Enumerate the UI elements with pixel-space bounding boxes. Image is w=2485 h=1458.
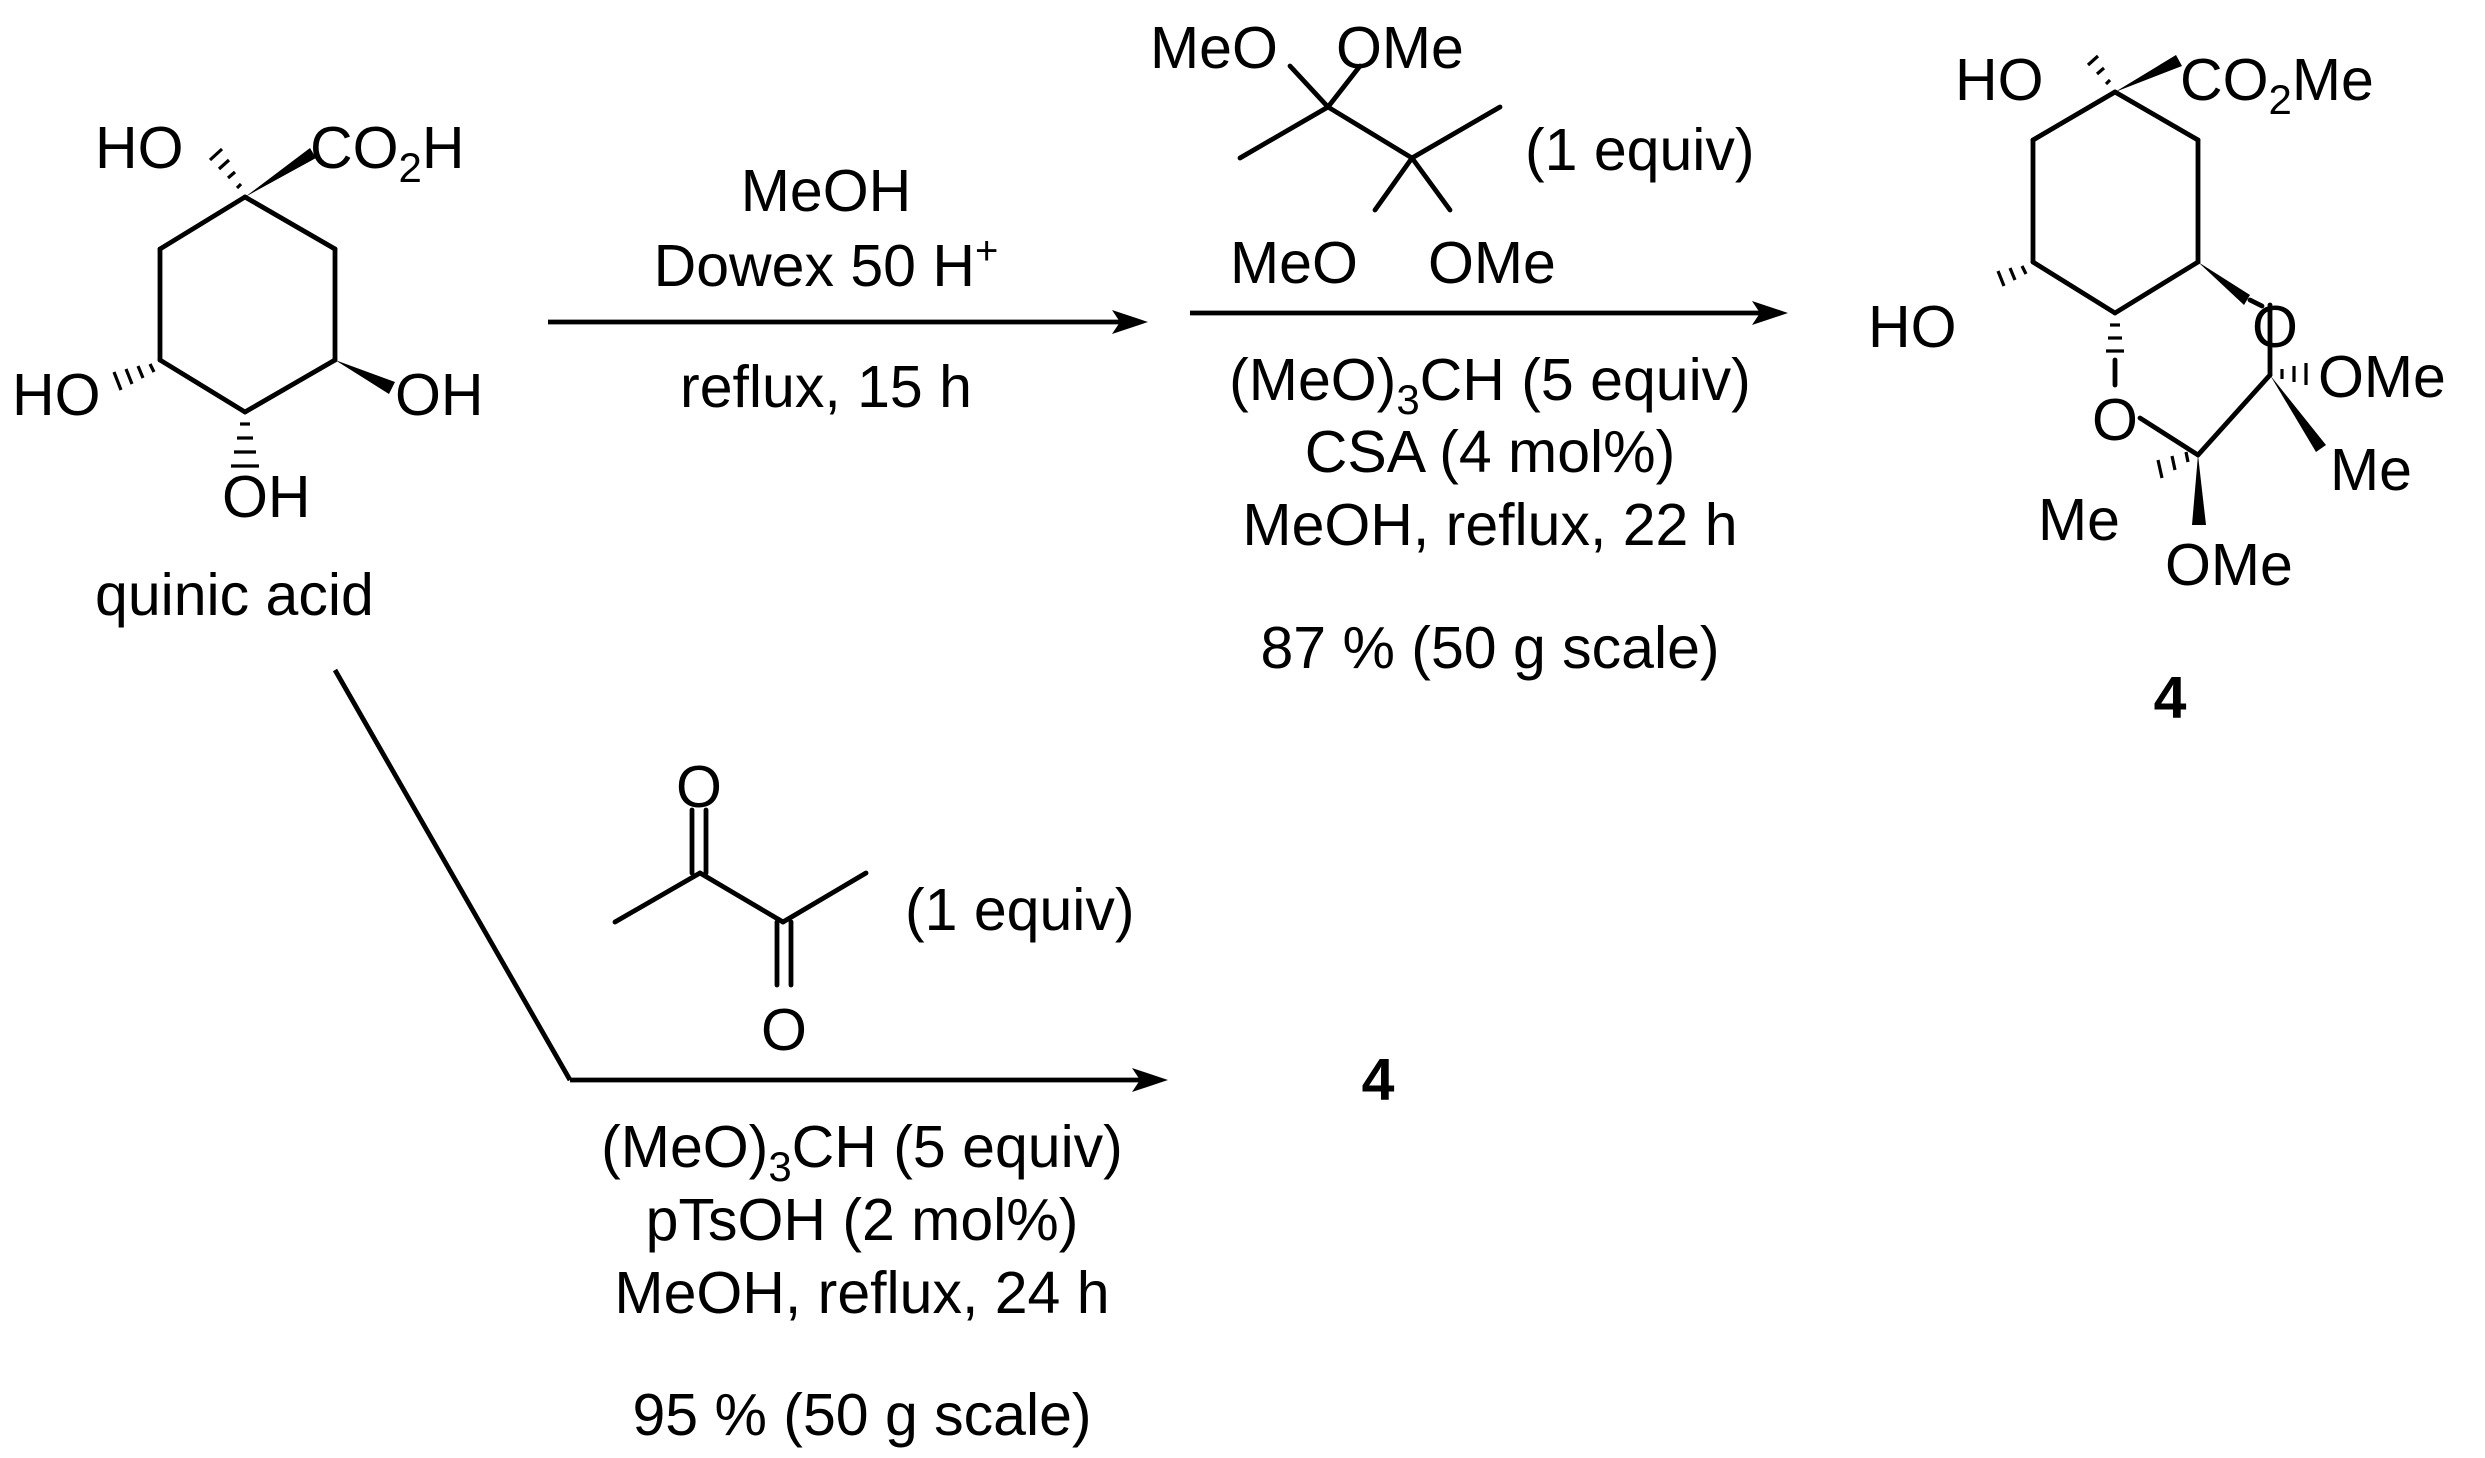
compound-name: quinic acid <box>95 562 374 628</box>
co2me-label: CO2Me <box>2180 47 2374 123</box>
ring-bond <box>157 357 248 415</box>
hash-bond <box>2086 54 2112 86</box>
conditions-label: reflux, 15 h <box>680 354 972 420</box>
solvent-label: MeOH, reflux, 22 h <box>1242 492 1737 558</box>
o-label: O <box>2252 294 2298 360</box>
hash-bond <box>2280 363 2308 385</box>
catalyst-label: Dowex 50 H+ <box>654 229 999 299</box>
ome-label: OMe <box>2318 344 2446 410</box>
alt-route-arrow <box>332 668 1168 1092</box>
o-label: O <box>676 754 722 820</box>
reaction-arrow-step2: (MeO)3CH (5 equiv) CSA (4 mol%) MeOH, re… <box>1190 301 1788 681</box>
ring-bond <box>242 194 338 252</box>
ring-bond <box>157 194 248 252</box>
meo-label: MeO <box>1230 230 1358 296</box>
ome-label: OMe <box>2165 532 2293 598</box>
meo-label: MeO <box>1150 15 1278 81</box>
yield-label: 95 % (50 g scale) <box>632 1382 1091 1448</box>
hash-bond <box>2156 451 2190 479</box>
o-label: O <box>2092 387 2138 453</box>
quinic-acid-structure: HO CO2H HO OH OH quinic acid <box>12 115 484 628</box>
ring-bond <box>242 357 338 415</box>
equiv-label: (1 equiv) <box>1525 117 1755 183</box>
oh-label: OH <box>222 464 311 530</box>
me-label: Me <box>2330 437 2412 503</box>
reagent-label: MeOH <box>741 158 911 224</box>
oh-label: OH <box>395 362 484 428</box>
orthoformate-label: (MeO)3CH (5 equiv) <box>1229 347 1751 423</box>
hash-bond <box>1996 265 2028 287</box>
hash-bond <box>2106 323 2124 353</box>
product-4-structure: HO CO2Me HO O O OMe Me Me OMe 4 <box>1868 47 2446 731</box>
compound-number: 4 <box>1362 1047 1395 1113</box>
yield-label: 87 % (50 g scale) <box>1260 615 1719 681</box>
ho-label: HO <box>95 115 184 181</box>
tetramethoxybutane-structure: MeO OMe MeO OMe (1 equiv) <box>1150 15 1755 296</box>
ome-label: OMe <box>1428 230 1556 296</box>
co2h-label: CO2H <box>310 115 464 191</box>
hash-bond <box>231 422 259 468</box>
ome-label: OMe <box>1336 15 1464 81</box>
hash-bond <box>112 363 156 391</box>
orthoformate-label: (MeO)3CH (5 equiv) <box>601 1114 1123 1190</box>
wedge-bond <box>335 360 395 394</box>
o-label: O <box>761 997 807 1063</box>
ho-label: HO <box>1955 47 2044 113</box>
solvent-label: MeOH, reflux, 24 h <box>614 1260 1109 1326</box>
compound-number: 4 <box>2154 665 2187 731</box>
acid-label: pTsOH (2 mol%) <box>646 1187 1079 1253</box>
ho-label: HO <box>1868 294 1957 360</box>
acid-label: CSA (4 mol%) <box>1305 419 1675 485</box>
wedge-bond <box>245 148 316 197</box>
reaction-arrow-step1: MeOH Dowex 50 H+ reflux, 15 h <box>548 158 1148 420</box>
equiv-label: (1 equiv) <box>905 877 1135 943</box>
alt-route-conditions: (MeO)3CH (5 equiv) pTsOH (2 mol%) MeOH, … <box>601 1047 1394 1448</box>
ho-label: HO <box>12 362 101 428</box>
me-label: Me <box>2038 487 2120 553</box>
hash-bond <box>208 147 243 190</box>
butanedione-structure: O O (1 equiv) <box>612 754 1135 1063</box>
